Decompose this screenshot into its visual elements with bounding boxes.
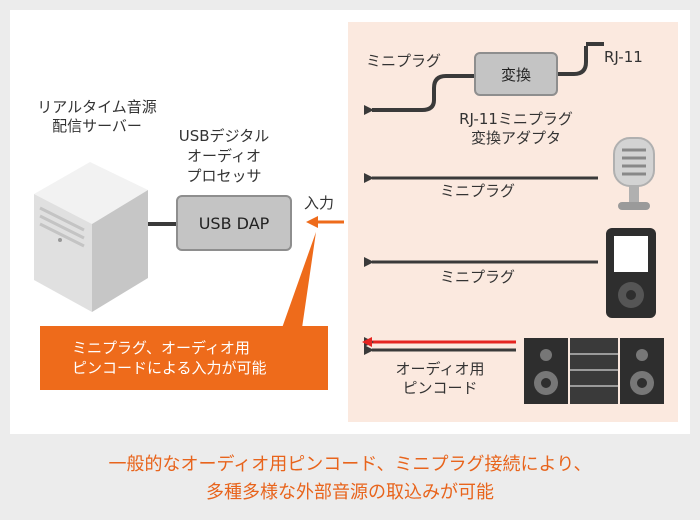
server-label-line2: 配信サーバー — [52, 117, 142, 135]
server-label-line1: リアルタイム音源 — [37, 98, 157, 116]
server-icon — [34, 162, 148, 312]
dap-title-line1: USBデジタル — [178, 127, 270, 145]
rj11-cable — [556, 46, 588, 76]
audio-line-label1: オーディオ用 — [395, 360, 485, 378]
microphone-icon — [613, 137, 655, 210]
caption-line2: 多種多様な外部音源の取込みが可能 — [206, 482, 494, 503]
dap-title-line3: プロセッサ — [186, 167, 262, 185]
mic-line-label: ミニプラグ — [440, 182, 516, 200]
caption-line1: 一般的なオーディオ用ピンコード、ミニプラグ接続により、 — [108, 454, 592, 475]
input-label: 入力 — [304, 194, 335, 212]
miniplug-cable — [364, 74, 474, 115]
rj11-label: RJ-11 — [604, 48, 643, 66]
converter-label: 変換 — [500, 65, 531, 84]
converter-caption: RJ-11ミニプラグ 変換アダプタ — [436, 110, 596, 148]
audio-line-label2: ピンコード — [402, 379, 478, 397]
callout-pointer — [282, 232, 316, 328]
converter-miniplug-label: ミニプラグ — [366, 52, 442, 70]
player-line-label: ミニプラグ — [440, 268, 516, 286]
dap-title-line2: オーディオ — [187, 147, 261, 165]
usb-dap-label: USB DAP — [198, 213, 270, 233]
audio-line-label: オーディオ用 ピンコード — [380, 360, 500, 398]
callout-line2: ピンコードによる入力が可能 — [72, 359, 267, 377]
converter-caption-line1: RJ-11ミニプラグ — [459, 110, 573, 128]
converter-caption-line2: 変換アダプタ — [470, 129, 561, 147]
converter-box: 変換 — [474, 52, 558, 96]
stereo-system-icon — [524, 338, 664, 404]
dap-title: USBデジタル オーディオ プロセッサ — [164, 126, 284, 186]
usb-dap-box: USB DAP — [176, 195, 292, 251]
input-callout: ミニプラグ、オーディオ用 ピンコードによる入力が可能 — [40, 326, 328, 390]
callout-line1: ミニプラグ、オーディオ用 — [72, 339, 250, 357]
music-player-icon — [606, 228, 656, 318]
server-label: リアルタイム音源 配信サーバー — [22, 98, 172, 136]
